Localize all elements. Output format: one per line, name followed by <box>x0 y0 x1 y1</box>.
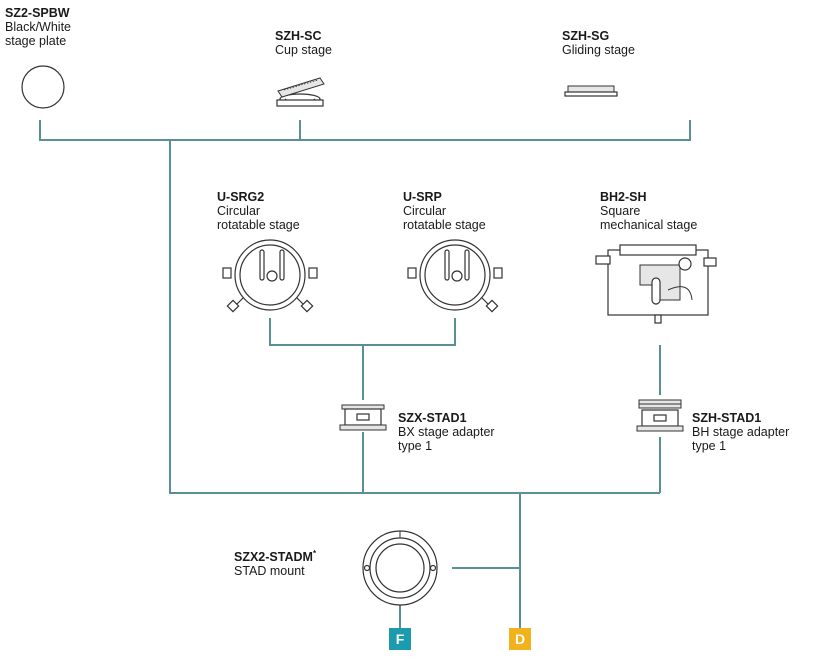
product-description: Circular rotatable stage <box>217 204 300 232</box>
label-szx-stad1: SZX-STAD1 BX stage adapter type 1 <box>398 411 495 453</box>
circular-rotatable-stage-icon <box>222 239 318 313</box>
product-code: SZH-SG <box>562 29 610 43</box>
cup-stage-icon <box>276 77 325 107</box>
label-u-srg2: U-SRG2 Circular rotatable stage <box>217 190 300 232</box>
bh-stage-adapter-icon <box>636 399 684 432</box>
label-u-srp: U-SRP Circular rotatable stage <box>403 190 486 232</box>
label-sz2-spbw: SZ2-SPBW Black/White stage plate <box>5 6 71 48</box>
square-mechanical-stage-icon <box>595 244 717 324</box>
label-szh-sc: SZH-SC Cup stage <box>275 29 332 57</box>
product-code: SZ2-SPBW <box>5 6 70 20</box>
label-szh-sg: SZH-SG Gliding stage <box>562 29 635 57</box>
label-bh2-sh: BH2-SH Square mechanical stage <box>600 190 697 232</box>
product-code: BH2-SH <box>600 190 647 204</box>
product-code: SZX-STAD1 <box>398 411 467 425</box>
product-description: STAD mount <box>234 564 305 579</box>
footnote-mark: * <box>312 549 317 558</box>
product-code-text: SZX2-STADM <box>234 550 313 565</box>
main-bus-line <box>169 140 660 494</box>
stad-mount-icon <box>362 530 438 606</box>
circular-rotatable-stage-icon <box>407 239 503 313</box>
stage-plate-icon <box>21 65 65 109</box>
product-description: Circular rotatable stage <box>403 204 486 232</box>
product-description: Cup stage <box>275 43 332 57</box>
product-description: Gliding stage <box>562 43 635 57</box>
gliding-stage-icon <box>564 85 618 97</box>
product-code: U-SRG2 <box>217 190 265 204</box>
top-bus-line <box>39 120 691 141</box>
product-code: SZH-STAD1 <box>692 411 762 425</box>
product-description: Square mechanical stage <box>600 204 698 232</box>
product-code: SZX2-STADM* <box>234 547 316 564</box>
badge-d[interactable]: D <box>509 628 531 650</box>
circular-stages-join <box>269 318 456 346</box>
bx-stage-adapter-icon <box>339 404 387 431</box>
badge-f[interactable]: F <box>389 628 411 650</box>
product-code: SZH-SC <box>275 29 322 43</box>
product-code: U-SRP <box>403 190 442 204</box>
product-description: BH stage adapter type 1 <box>692 425 790 453</box>
label-szx2-stadm: SZX2-STADM* STAD mount <box>234 547 316 578</box>
product-description: Black/White stage plate <box>5 20 71 48</box>
product-description: BX stage adapter type 1 <box>398 425 495 453</box>
label-szh-stad1: SZH-STAD1 BH stage adapter type 1 <box>692 411 789 453</box>
